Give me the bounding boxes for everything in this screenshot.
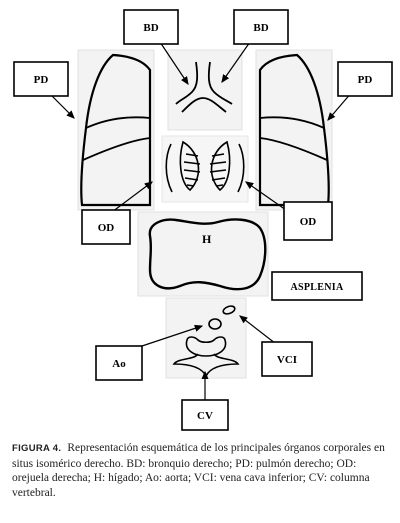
- label-bd-right: BD: [253, 22, 268, 34]
- label-box-pd-right: PD: [337, 61, 393, 97]
- label-box-asplenia: ASPLENIA: [271, 271, 363, 301]
- figure-caption: FIGURA 4.Representación esquemática de l…: [12, 441, 388, 500]
- arrow-od-right: [245, 181, 287, 211]
- label-cv: CV: [197, 410, 213, 422]
- label-vci: VCI: [277, 354, 297, 366]
- vertebra-shape: [185, 336, 227, 357]
- caption-text: Representación esquemática de los princi…: [12, 442, 385, 499]
- left-lung: [80, 53, 152, 207]
- right-lung: [258, 53, 330, 207]
- liver-label: H: [202, 232, 212, 246]
- label-box-pd-left: PD: [13, 61, 69, 97]
- label-od-right: OD: [300, 216, 317, 228]
- label-box-od-right: OD: [283, 201, 333, 241]
- left-lung-panel: [77, 49, 155, 211]
- ivc-shape: [222, 305, 236, 315]
- label-box-vci: VCI: [261, 341, 313, 377]
- label-asplenia: ASPLENIA: [291, 282, 344, 293]
- arrow-od-left: [111, 181, 153, 213]
- label-bd-left: BD: [143, 22, 158, 34]
- label-pd-left: PD: [34, 74, 49, 86]
- label-box-bd-left: BD: [123, 9, 179, 45]
- label-box-ao: Ao: [95, 345, 143, 381]
- label-pd-right: PD: [358, 74, 373, 86]
- atrial-appendage-panel: [161, 135, 249, 203]
- arrow-bd-right: [221, 41, 251, 83]
- label-box-cv: CV: [181, 399, 229, 431]
- label-od-left: OD: [98, 222, 115, 234]
- arrow-bd-left: [159, 41, 189, 85]
- aorta-shape: [208, 318, 222, 330]
- label-box-bd-right: BD: [233, 9, 289, 45]
- bronchi: [175, 61, 233, 113]
- label-ao: Ao: [112, 358, 126, 370]
- figure-label: FIGURA 4.: [12, 443, 62, 454]
- right-lung-panel: [255, 49, 333, 211]
- liver: [148, 218, 267, 291]
- bronchi-panel: [167, 49, 243, 131]
- label-box-od-left: OD: [81, 209, 131, 245]
- atrial-appendages: [165, 140, 245, 193]
